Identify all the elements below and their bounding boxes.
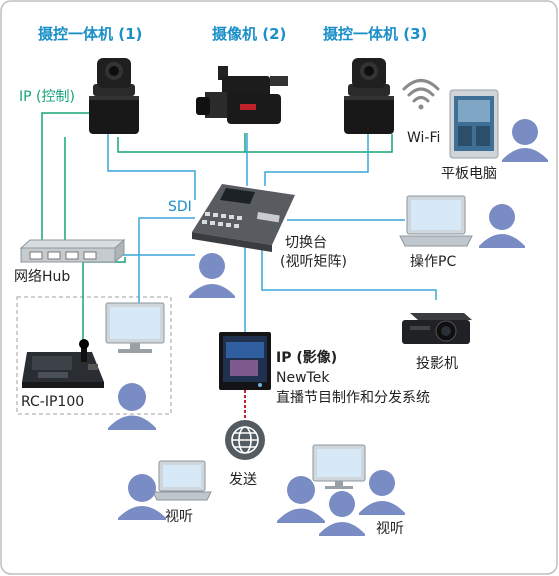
person-icon xyxy=(319,491,365,536)
ptz-camera-1-label: 摄控一体机 (1) xyxy=(38,25,143,43)
ptz-camera-3-icon[interactable] xyxy=(344,58,394,134)
network-hub-icon[interactable] xyxy=(19,238,126,264)
person-icon xyxy=(108,383,156,430)
person-icon xyxy=(479,204,525,248)
projector-icon[interactable] xyxy=(402,313,472,344)
controller-zone xyxy=(16,296,172,415)
audience-left-label: 视听 xyxy=(165,509,193,525)
tablet-icon[interactable] xyxy=(449,89,499,159)
distribution-globe-icon xyxy=(225,420,265,460)
ip-control-lines xyxy=(41,112,393,352)
camcorder-2-icon[interactable] xyxy=(196,66,288,124)
newtek-label-line3: 直播节目制作和分发系统 xyxy=(276,390,430,406)
tablet-label: 平板电脑 xyxy=(441,166,497,182)
person-icon xyxy=(502,119,548,162)
network-hub-label: 网络Hub xyxy=(14,269,71,285)
ptz-camera-1-icon[interactable] xyxy=(89,58,139,134)
monitor-icon xyxy=(105,302,165,353)
audience-right-label: 视听 xyxy=(376,521,404,537)
person-icon xyxy=(359,470,405,515)
newtek-label-line1: IP (影像) xyxy=(276,350,338,366)
operation-pc-label: 操作PC xyxy=(410,254,457,270)
sdi-label: SDI xyxy=(168,199,192,215)
laptop-icon xyxy=(152,460,212,501)
controller-label: RC-IP100 xyxy=(21,394,85,410)
monitor-icon-2 xyxy=(312,444,366,489)
newtek-system-icon[interactable] xyxy=(219,332,271,390)
switcher-icon[interactable] xyxy=(192,184,295,252)
operation-pc-icon[interactable] xyxy=(399,195,473,247)
wifi-label: Wi-Fi xyxy=(407,130,441,146)
wifi-icon xyxy=(402,79,440,110)
camcorder-2-label: 摄像机 (2) xyxy=(212,25,287,43)
projector-label: 投影机 xyxy=(416,356,458,372)
people-icons xyxy=(108,119,548,536)
switcher-label-line1: 切换台 xyxy=(285,235,327,251)
person-icon xyxy=(277,476,325,523)
person-icon xyxy=(189,253,235,298)
sdi-lines xyxy=(107,133,437,332)
rc-ip100-controller-icon[interactable] xyxy=(22,339,104,388)
newtek-label-line2: NewTek xyxy=(276,370,330,386)
ptz-camera-3-label: 摄控一体机 (3) xyxy=(323,25,428,43)
person-icon xyxy=(118,474,166,520)
ip-control-label: IP (控制) xyxy=(19,89,75,105)
distribution-label: 发送 xyxy=(229,472,257,488)
switcher-label-line2: (视听矩阵) xyxy=(280,254,347,270)
